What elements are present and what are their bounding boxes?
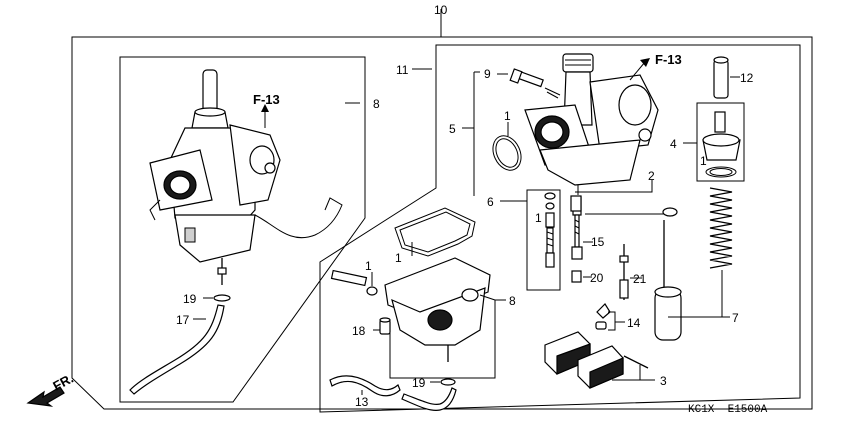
panel-carburetor-parts: 11 — [319, 44, 801, 413]
throttle-valve-group: 2 — [570, 169, 682, 341]
section-ref-f13-right: F-13 — [655, 52, 682, 67]
callout-5: 5 — [449, 122, 456, 136]
section-ref-f13-left: F-13 — [253, 92, 280, 107]
callout-19-right: 19 — [412, 376, 426, 390]
callout-20: 20 — [590, 271, 604, 285]
callout-1-jet: 1 — [535, 211, 542, 225]
callout-11: 8 — [373, 97, 380, 111]
carburetor-body-left — [149, 69, 343, 285]
assembly-outline: 10 — [71, 3, 813, 410]
callout-12: 11 — [396, 63, 409, 77]
callout-10: 10 — [434, 3, 448, 17]
callout-9: 8 — [509, 294, 516, 308]
callout-3: 3 — [660, 374, 667, 388]
callout-1-gasket: 1 — [395, 251, 402, 265]
callout-1-cap: 1 — [700, 154, 707, 168]
top-cap-parts: 12 4 1 7 — [668, 56, 754, 325]
callout-1-screw: 1 — [365, 259, 372, 273]
callout-7: 7 — [732, 311, 739, 325]
callout-13: 12 — [740, 71, 754, 85]
callout-4: 4 — [670, 137, 677, 151]
callout-16: 15 — [591, 235, 605, 249]
callout-8: 9 — [484, 67, 491, 81]
callout-17: 17 — [176, 313, 190, 327]
callout-15: 14 — [627, 316, 641, 330]
callout-1-oring: 1 — [504, 109, 511, 123]
callout-18: 18 — [352, 324, 366, 338]
callout-14: 13 — [355, 395, 369, 409]
slow-jet: 20 — [571, 270, 604, 285]
float-valve: 14 — [595, 303, 641, 331]
callout-21: 21 — [633, 272, 647, 286]
float-bowl-group: 1 8 1 18 19 13 — [329, 207, 516, 411]
jet-parts-group: 6 1 — [487, 189, 561, 291]
float-assembly: 3 — [544, 331, 667, 389]
diagram-reference-code: KC1X- E1500A — [688, 404, 768, 416]
front-direction-arrow: FR. — [26, 371, 76, 407]
panel-carburetor-complete: 8 F-13 — [119, 56, 380, 403]
callout-2: 2 — [648, 169, 655, 183]
jet-needle: 21 — [619, 244, 647, 300]
carburetor-body-right — [492, 53, 659, 195]
callout-19-left: 19 — [183, 292, 197, 306]
callout-6: 6 — [487, 195, 494, 209]
